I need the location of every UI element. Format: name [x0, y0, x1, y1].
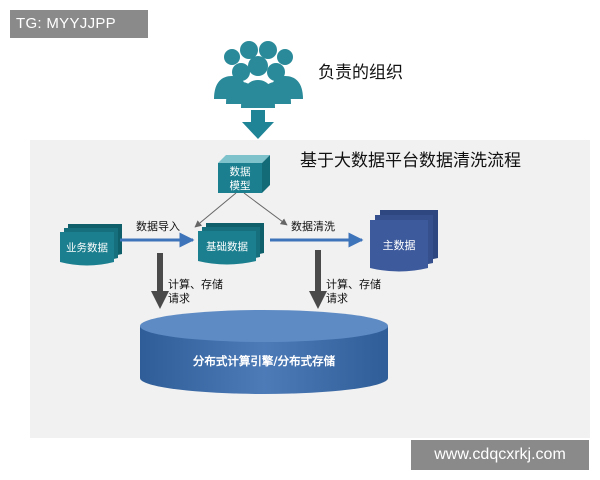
model-to-import-line: [194, 192, 237, 228]
master-data-label: 主数据: [383, 238, 416, 252]
diagram-title: 基于大数据平台数据清洗流程: [300, 151, 521, 171]
base-data-stack: 基础数据: [198, 223, 264, 265]
clean-label: 数据清洗: [291, 219, 335, 233]
watermark-bottom: www.cdqcxrkj.com: [411, 440, 589, 470]
data-model-cube: 数据 模型: [218, 155, 270, 193]
compute-right-line1: 计算、存储: [326, 277, 381, 291]
down-arrow-icon: [242, 110, 274, 139]
model-label-line2: 模型: [230, 179, 251, 192]
group-people-icon: [214, 41, 303, 108]
org-label: 负责的组织: [318, 63, 403, 83]
master-data-stack: 主数据: [370, 210, 438, 272]
compute-right-line2: 请求: [326, 292, 348, 305]
base-data-label: 基础数据: [206, 240, 248, 253]
business-data-stack: 业务数据: [60, 224, 122, 266]
diagram-panel: [30, 140, 590, 438]
engine-label: 分布式计算引擎/分布式存储: [193, 354, 336, 368]
compute-left-line1: 计算、存储: [168, 277, 223, 291]
model-to-clean-line: [243, 192, 288, 226]
compute-left-line2: 请求: [168, 292, 190, 305]
engine-cylinder: 分布式计算引擎/分布式存储: [140, 310, 388, 394]
watermark-top: TG: MYYJJPP: [10, 10, 148, 38]
import-label: 数据导入: [136, 219, 180, 233]
business-data-label: 业务数据: [66, 241, 108, 254]
model-label-line1: 数据: [230, 165, 251, 178]
